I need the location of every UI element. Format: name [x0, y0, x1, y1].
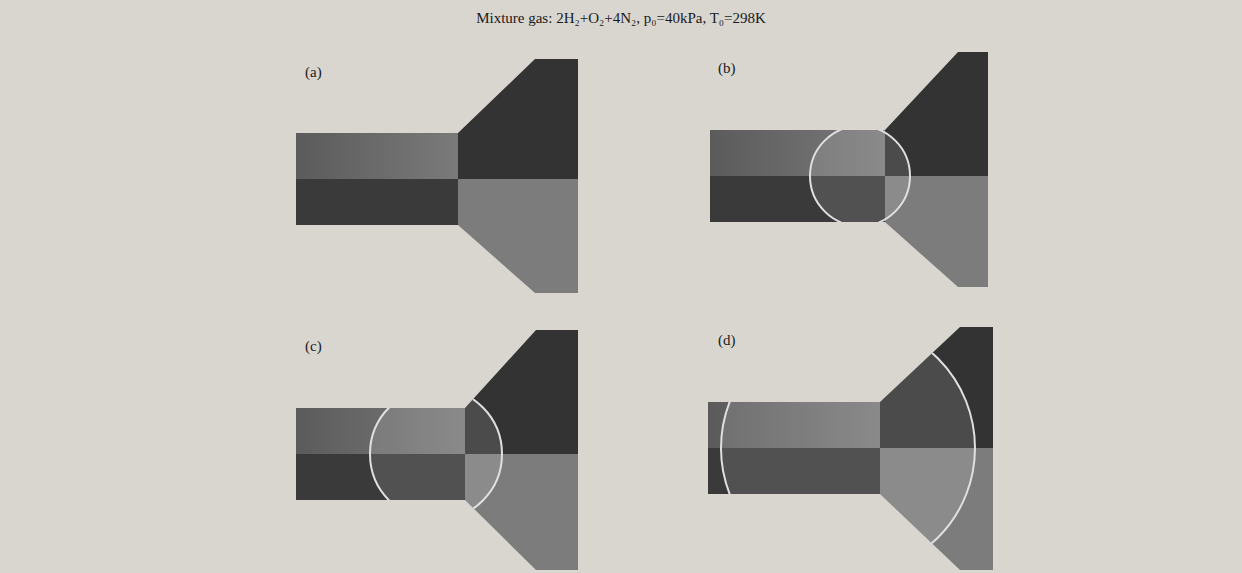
- panel-label: (a): [305, 64, 322, 81]
- figure-title: Mixture gas: 2H₂+O₂+4N₂, p₀=40kPa, T₀=29…: [0, 10, 1242, 27]
- panel-a: [296, 49, 588, 309]
- panel-label: (d): [718, 332, 736, 349]
- panel-c: [296, 324, 585, 573]
- panel-label: (b): [718, 60, 736, 77]
- panel-d: [708, 318, 1000, 573]
- panel-label: (c): [305, 338, 322, 355]
- panel-b: [710, 46, 1005, 306]
